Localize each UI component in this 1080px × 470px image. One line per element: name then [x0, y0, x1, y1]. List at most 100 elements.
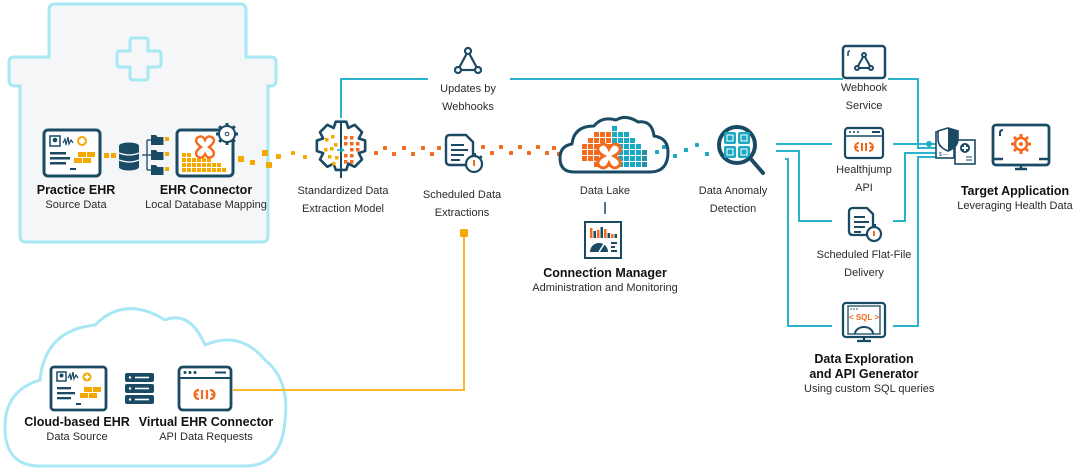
lake-data-cell: [642, 162, 647, 167]
flat-file-line2: Delivery: [844, 267, 884, 279]
cloud-ehr-subtitle: Data Source: [46, 431, 108, 443]
lake-data-cell: [624, 144, 629, 149]
lake-data-cell: [594, 150, 599, 155]
lake-data-cell: [606, 138, 611, 143]
lake-data-cell: [618, 156, 623, 161]
lake-data-cell: [636, 162, 641, 167]
webhook-icon: [453, 46, 483, 75]
lake-data-cell: [600, 138, 605, 143]
lake-data-cell: [582, 144, 587, 149]
practice-ehr-title: Practice EHR: [36, 183, 116, 197]
lake-data-cell: [612, 132, 617, 137]
sql-monitor-icon: < SQL >: [841, 301, 887, 343]
lake-data-cell: [624, 162, 629, 167]
data-lake-title: Data Lake: [579, 185, 631, 197]
server-icon: [125, 373, 154, 404]
database-icon: [118, 142, 140, 171]
svg-text:$ —: $ —: [939, 152, 948, 158]
flow-dot: [266, 162, 272, 168]
api-plug-icon: [843, 126, 885, 160]
folder-tree-icon: [142, 139, 151, 171]
lake-data-cell: [606, 132, 611, 137]
flow-dot: [383, 146, 387, 150]
virtual-connector-title: Virtual EHR Connector: [138, 415, 274, 429]
anomaly-detection-line1: Data Anomaly: [698, 185, 768, 197]
webhook-service-line1: Webhook: [840, 82, 888, 94]
practice-ehr-subtitle: Source Data: [45, 199, 107, 211]
junction-dot: [926, 141, 932, 147]
data-lake-label: Data Lake: [565, 182, 645, 200]
lake-data-cell: [594, 156, 599, 161]
lake-data-cell: [618, 132, 623, 137]
flow-dot: [684, 148, 688, 152]
data-exploration-label: Data Exploration and API Generator Using…: [804, 352, 935, 396]
flow-dot: [374, 151, 378, 155]
flow-dot: [111, 153, 116, 158]
cloud-data-icon: [558, 115, 670, 174]
gear-split-icon: [315, 120, 367, 178]
lake-data-cell: [588, 150, 593, 155]
lake-data-cell: [624, 150, 629, 155]
target-application-label: Target Application Leveraging Health Dat…: [950, 184, 1080, 213]
standardized-model-line2: Extraction Model: [302, 203, 384, 215]
standardized-model-line1: Standardized Data: [297, 185, 389, 197]
lake-data-cell: [618, 138, 623, 143]
flow-dot: [104, 153, 109, 158]
monitor-gear-icon: [991, 123, 1051, 171]
lake-data-cell: [630, 144, 635, 149]
webhooks-line1: Updates by: [440, 83, 496, 95]
healthjump-api-line1: Healthjump: [836, 164, 892, 176]
scheduled-extractions-line2: Extractions: [434, 207, 490, 219]
lake-data-cell: [636, 144, 641, 149]
flow-dot: [662, 145, 666, 149]
lake-data-cell: [636, 156, 641, 161]
scheduled-extractions-line1: Scheduled Data: [422, 189, 502, 201]
lake-data-cell: [582, 156, 587, 161]
flow-dot: [262, 150, 268, 156]
lake-data-cell: [612, 138, 617, 143]
flow-dot: [695, 143, 699, 147]
flow-dot: [238, 156, 244, 162]
data-exploration-title1: Data Exploration: [814, 352, 914, 366]
flow-dot: [527, 151, 531, 155]
lake-data-cell: [630, 156, 635, 161]
lake-data-cell: [582, 150, 587, 155]
cloud-ehr-title: Cloud-based EHR: [24, 415, 130, 429]
webhooks-label: Updates by Webhooks: [423, 80, 513, 116]
data-exploration-subtitle: Using custom SQL queries: [804, 383, 935, 395]
lake-data-cell: [624, 156, 629, 161]
lake-data-cell: [594, 132, 599, 137]
healthjump-api-label: Healthjump API: [824, 161, 904, 197]
api-request-endpoint: [460, 229, 468, 237]
lake-data-cell: [588, 138, 593, 143]
lake-data-cell: [624, 138, 629, 143]
flat-file-line1: Scheduled Flat-File: [816, 249, 912, 261]
flow-dot: [545, 151, 549, 155]
webhook-service-label: Webhook Service: [824, 79, 904, 115]
flow-dot: [250, 160, 255, 165]
flow-dot: [421, 146, 425, 150]
output-connector-lines: [776, 143, 936, 327]
virtual-connector-label: Virtual EHR Connector API Data Requests: [135, 415, 277, 444]
ehr-connector-title: EHR Connector: [159, 183, 253, 197]
webhooks-line2: Webhooks: [442, 101, 494, 113]
flow-dot: [437, 146, 441, 150]
standardized-model-label: Standardized Data Extraction Model: [288, 182, 398, 218]
target-application-subtitle: Leveraging Health Data: [957, 200, 1073, 212]
lake-data-cell: [588, 144, 593, 149]
cloud-ehr-label: Cloud-based EHR Data Source: [22, 415, 132, 444]
dashboard-icon: [584, 221, 622, 259]
lake-data-cell: [642, 156, 647, 161]
medical-cross-icon: [115, 36, 163, 82]
target-application-title: Target Application: [960, 184, 1070, 198]
lake-data-cell: [630, 150, 635, 155]
sql-badge: < SQL >: [849, 313, 879, 322]
flow-dot: [490, 151, 494, 155]
flow-dot: [655, 150, 659, 154]
webhook-connector-line: [340, 78, 936, 149]
data-flow-dots: [238, 143, 709, 168]
webhook-service-line2: Service: [845, 100, 883, 112]
flow-dot: [673, 154, 677, 158]
flow-dot: [392, 152, 396, 156]
anomaly-detection-label: Data Anomaly Detection: [688, 182, 778, 218]
